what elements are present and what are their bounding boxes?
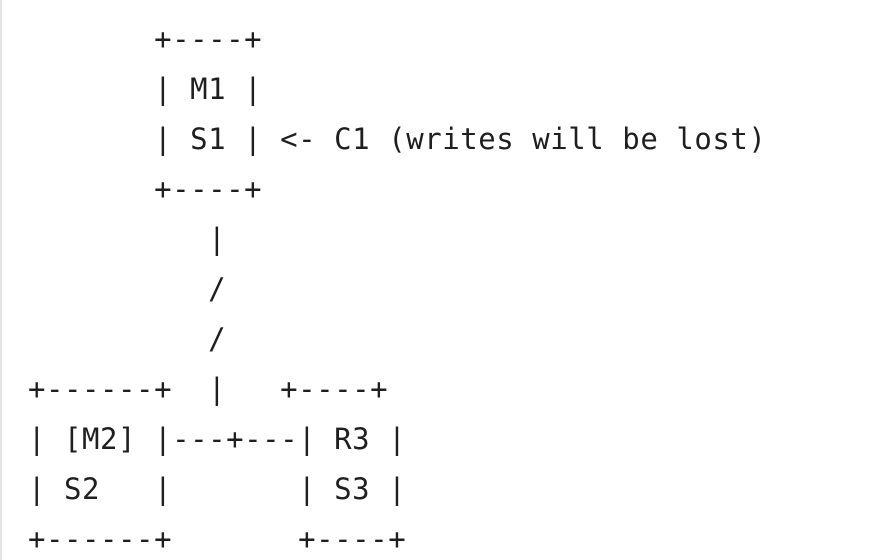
diagram-line-lower-top: +------+ | +----+ (28, 372, 389, 406)
diagram-line-partition-2: / (28, 322, 227, 356)
diagram-line-lower-bottom: +------+ +----+ (28, 522, 407, 556)
diagram-line-partition-1: / (28, 272, 227, 306)
diagram-line-link-1: | (28, 222, 227, 256)
left-border (0, 0, 2, 560)
diagram-line-s1-c1: | S1 | <- C1 (writes will be lost) (28, 122, 767, 156)
diagram-line-m2-r3: | [M2] |---+---| R3 | (28, 422, 407, 456)
ascii-diagram: +----+ | M1 | | S1 | <- C1 (writes will … (28, 14, 766, 560)
diagram-line-m1-top: +----+ (28, 22, 263, 56)
diagram-line-m1-bottom: +----+ (28, 172, 263, 206)
diagram-line-s2-s3: | S2 | | S3 | (28, 472, 407, 506)
diagram-line-m1: | M1 | (28, 72, 263, 106)
